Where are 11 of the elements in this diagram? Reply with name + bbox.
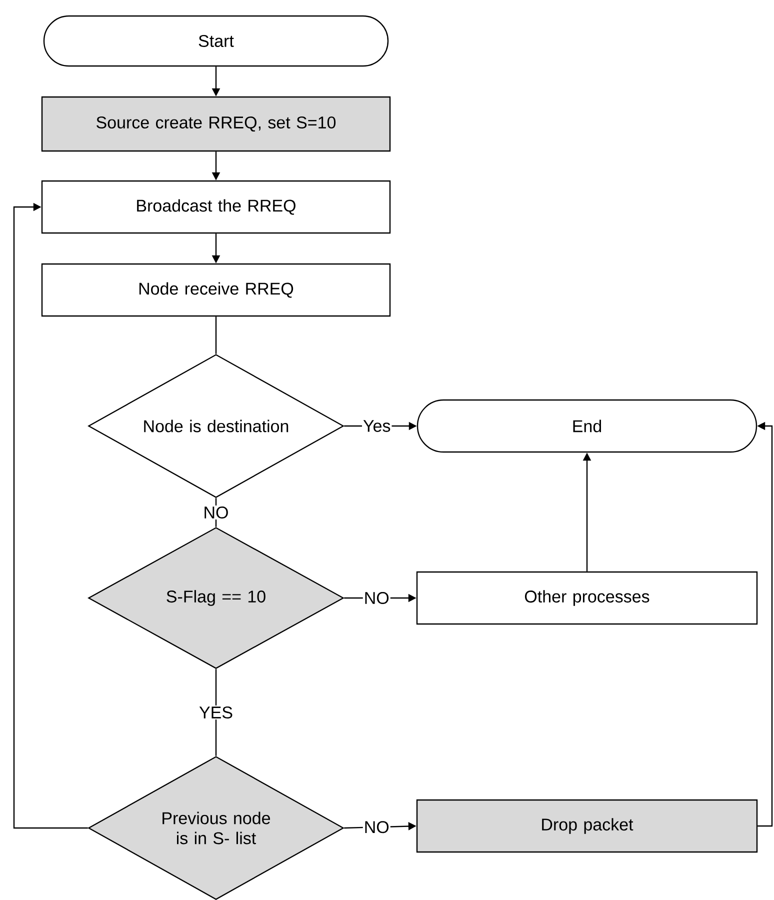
edge-label: YES xyxy=(198,705,234,720)
edge-label: NO xyxy=(202,506,230,520)
edge-label: NO xyxy=(362,591,390,606)
process-box: Source create RREQ, set S=10 xyxy=(41,96,391,152)
process-box: Node receive RREQ xyxy=(41,263,391,317)
process-box: Drop packet xyxy=(416,799,758,853)
process-box: Broadcast the RREQ xyxy=(41,180,391,234)
arrow xyxy=(13,202,88,829)
edge-label: Yes xyxy=(362,419,392,433)
edge-label: NO xyxy=(362,820,390,834)
process-box: Other processes xyxy=(416,571,758,625)
